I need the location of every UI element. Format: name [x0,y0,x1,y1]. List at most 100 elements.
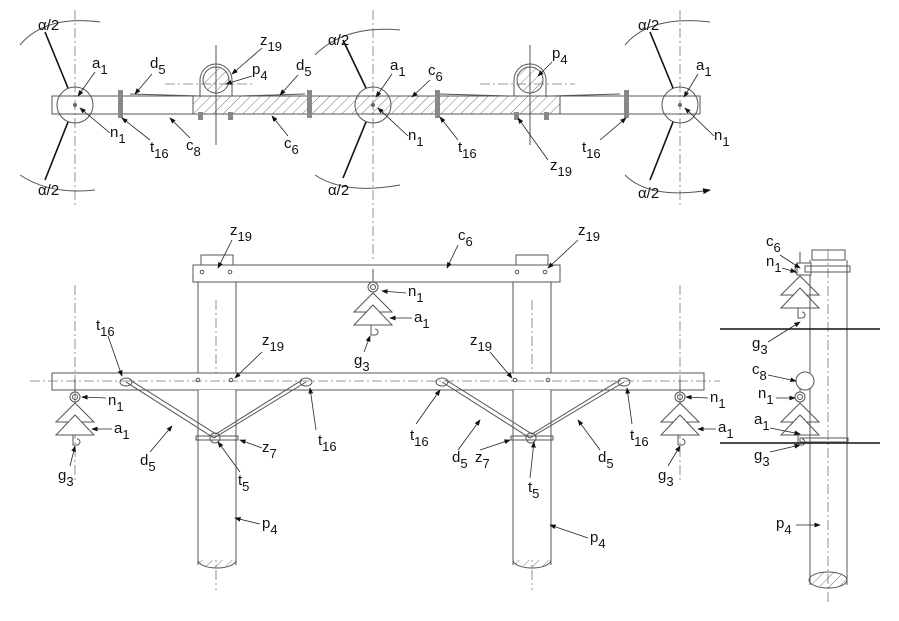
leader-arrow [231,47,263,75]
label-subscript: 6 [466,234,473,249]
label-z19: z19 [230,222,252,244]
label-d5: d5 [140,452,156,474]
label-main: t [150,139,155,156]
label-a1: a1 [754,411,770,433]
lower-crossarm [51,372,705,391]
label-z19: z19 [260,32,282,54]
label-subscript: 19 [586,229,600,244]
label-main: n [108,392,116,409]
label-c8: c8 [186,137,201,159]
label-subscript: 5 [532,486,539,501]
leader-arrow [377,107,409,137]
leader-arrow [479,439,511,451]
leader-arrow [667,445,681,467]
label-subscript: 16 [100,324,114,339]
label-p4: p4 [262,515,278,537]
braces-d5 [119,377,631,444]
label-main: z [578,222,586,239]
label-subscript: 4 [598,536,605,551]
label-subscript: 3 [760,342,767,357]
plan-bolts [118,90,629,120]
label-main: t [582,139,587,156]
label-g3: g3 [752,335,768,357]
label-alpha2: α/2 [638,17,659,34]
label-subscript: 8 [760,368,767,383]
label-alpha2: α/2 [38,182,59,199]
label-t16: t16 [582,139,601,161]
label-d5: d5 [296,57,312,79]
label-a1: a1 [718,419,734,441]
label-subscript: 16 [322,439,336,454]
plan-view [19,10,710,260]
leader-arrow [169,117,191,139]
label-p4: p4 [252,61,268,83]
label-subscript: 16 [586,146,600,161]
label-main: z [475,449,483,466]
plan-insulators [56,86,699,124]
leader-arrow [415,389,441,425]
label-subscript: 1 [398,64,405,79]
leader-arrow [234,516,261,525]
label-main: a [718,419,727,436]
label-subscript: 1 [704,64,711,79]
label-alpha2: α/2 [328,182,349,199]
leader-arrow [781,267,797,273]
label-a1: a1 [390,57,406,79]
leader-arrow [239,439,263,449]
angle-lines [19,20,710,193]
label-alpha2: α/2 [328,32,349,49]
label-t16: t16 [410,427,429,449]
label-t5: t5 [528,479,539,501]
label-subscript: 19 [268,39,282,54]
label-subscript: 6 [436,69,443,84]
label-c6: c6 [766,233,781,255]
leader-arrow [225,75,253,85]
insulator [54,379,96,446]
leader-arrow [625,387,633,425]
label-subscript: 5 [606,456,613,471]
label-main: α [328,182,337,199]
label-z19: z19 [550,157,572,179]
label-main: d [150,55,158,72]
label-subscript: /2 [337,182,350,199]
label-n1: n1 [758,385,774,407]
label-main: z [262,332,270,349]
label-main: t [458,139,463,156]
upper-crossarm [192,264,561,283]
label-main: a [696,57,705,74]
label-main: n [408,283,416,300]
front-view [30,252,821,590]
leader-arrow [767,321,801,343]
leader-arrow [779,254,801,269]
leader-arrow [599,117,627,141]
leader-arrow [767,374,797,383]
leader-arrow [769,427,801,436]
label-main: c [766,233,774,250]
label-main: z [230,222,238,239]
label-main: a [390,57,399,74]
side-upper-crossarm [796,262,812,276]
label-g3: g3 [354,352,370,374]
leader-arrow [446,244,459,269]
label-subscript: 3 [666,474,673,489]
label-main: c [284,135,292,152]
insulator [352,269,394,336]
leader-arrow [121,117,151,141]
leader-arrow [683,73,699,98]
label-subscript: 3 [66,474,73,489]
pole-section-right [480,45,575,145]
label-d5: d5 [598,449,614,471]
label-t16: t16 [96,317,115,339]
label-z7: z7 [262,439,277,461]
leader-arrow [577,419,601,451]
label-subscript: /2 [47,17,60,34]
label-n1: n1 [110,124,126,146]
leader-arrow [217,441,241,473]
leader-arrow [769,443,801,453]
label-subscript: 1 [766,392,773,407]
leader-arrow [381,289,407,294]
leader-arrow [107,335,123,377]
label-main: n [714,127,722,144]
label-subscript: 5 [148,459,155,474]
